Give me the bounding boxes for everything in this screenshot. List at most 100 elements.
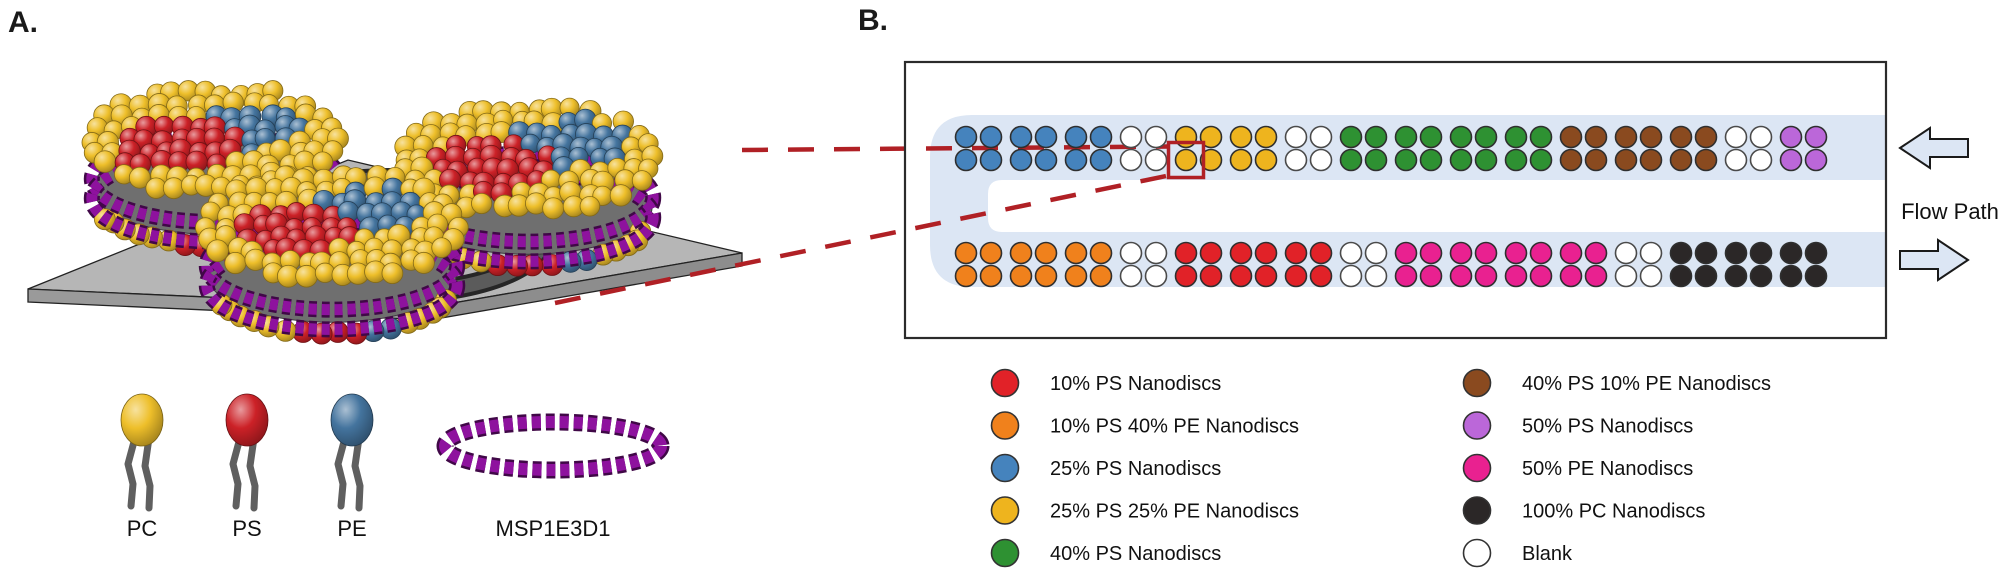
array-spot-black [1779, 264, 1803, 288]
array-spot-blue [1064, 148, 1088, 172]
flow-cell-outline [905, 62, 1886, 338]
array-spot-pink [1449, 264, 1473, 288]
lipid-head-sphere [579, 195, 601, 217]
array-spot-brown [1614, 148, 1638, 172]
callout-highlight-box [1166, 140, 1206, 180]
array-spot-orange [1009, 241, 1033, 265]
lipid-legend-item: PC [120, 393, 164, 541]
lipid-head-sphere [128, 166, 151, 189]
array-spot-pink [1559, 241, 1583, 265]
array-spot-yellow [1229, 125, 1253, 149]
flow-arrow-right-icon [1899, 238, 1970, 282]
lipid-tail-icon [351, 434, 364, 512]
array-spot-orange [1089, 241, 1113, 265]
lipid-tail-icon [229, 434, 244, 510]
legend-swatch-pink [1462, 453, 1492, 483]
legend-label: 50% PS Nanodiscs [1522, 416, 1693, 438]
array-spot-green [1419, 125, 1443, 149]
lipid-head-sphere [93, 150, 117, 173]
array-spot-white [1749, 125, 1773, 149]
array-spot-black [1669, 241, 1693, 265]
legend-item: 25% PS 25% PE Nanodiscs [990, 496, 1299, 525]
array-spot-white [1119, 148, 1143, 172]
lipid-head-sphere [431, 237, 452, 258]
array-spot-black [1724, 264, 1748, 288]
lipid-head-icon [225, 393, 269, 447]
lipid-head-icon [330, 393, 374, 447]
array-spot-orange [1009, 264, 1033, 288]
legend-item: 25% PS Nanodiscs [990, 453, 1221, 483]
array-spot-white [1309, 125, 1333, 149]
sensor-chip-illustration [27, 80, 743, 345]
lipid-head-sphere [162, 177, 185, 200]
array-spot-white [1749, 148, 1773, 172]
array-spot-white [1309, 148, 1333, 172]
array-spot-orange [954, 241, 978, 265]
legend-label: 25% PS Nanodiscs [1050, 458, 1221, 480]
array-spot-blue [1034, 148, 1058, 172]
array-spot-white [1144, 125, 1168, 149]
array-spot-violet [1779, 148, 1803, 172]
array-spot-black [1804, 264, 1828, 288]
array-spot-brown [1639, 148, 1663, 172]
array-spot-white [1614, 241, 1638, 265]
array-spot-white [1119, 241, 1143, 265]
flow-direction-arrows [1898, 126, 1970, 282]
array-spot-orange [954, 264, 978, 288]
array-spot-white [1119, 125, 1143, 149]
array-spot-red [1229, 264, 1253, 288]
array-spot-black [1694, 264, 1718, 288]
array-spot-white [1639, 264, 1663, 288]
array-spot-black [1724, 241, 1748, 265]
array-spot-brown [1639, 125, 1663, 149]
flow-cell-border [903, 60, 1888, 340]
array-spot-green [1529, 125, 1553, 149]
legend-label: 10% PS Nanodiscs [1050, 373, 1221, 395]
array-spot-red [1309, 264, 1333, 288]
legend-item: 50% PS Nanodiscs [1462, 411, 1693, 440]
array-spot-brown [1614, 125, 1638, 149]
array-spot-green [1364, 148, 1388, 172]
lipid-head-icon [120, 393, 164, 447]
array-spot-green [1419, 148, 1443, 172]
lipid-label: PE [337, 516, 366, 541]
legend-item: Blank [1462, 538, 1573, 568]
lipid-legend-item: PS [225, 393, 269, 541]
array-spot-brown [1584, 125, 1608, 149]
array-spot-black [1779, 241, 1803, 265]
array-spot-green [1339, 148, 1363, 172]
array-spot-blue [1009, 148, 1033, 172]
lipid-tail-icon [124, 434, 139, 510]
array-spot-white [1144, 241, 1168, 265]
array-spot-pink [1449, 241, 1473, 265]
legend-item: 100% PC Nanodiscs [1462, 496, 1705, 525]
array-spot-white [1144, 264, 1168, 288]
lipid-tail-icon [141, 434, 154, 512]
lipid-head-sphere [609, 184, 632, 207]
array-spot-red [1174, 264, 1198, 288]
array-spot-blue [1009, 125, 1033, 149]
array-spot-blue [954, 125, 978, 149]
array-spot-red [1174, 241, 1198, 265]
array-spot-red [1229, 241, 1253, 265]
legend-label: Blank [1522, 543, 1573, 565]
array-spot-red [1199, 264, 1223, 288]
array-spot-orange [1089, 264, 1113, 288]
array-spot-brown [1669, 148, 1693, 172]
legend-label: 100% PC Nanodiscs [1522, 501, 1705, 523]
array-spot-pink [1504, 241, 1528, 265]
callout-dashed-line-top [741, 144, 1169, 153]
array-spot-blue [1034, 125, 1058, 149]
array-spot-orange [1064, 241, 1088, 265]
array-spot-pink [1394, 241, 1418, 265]
array-spot-violet [1804, 148, 1828, 172]
array-spot-pink [1504, 264, 1528, 288]
array-spot-red [1254, 264, 1278, 288]
array-spot-white [1614, 264, 1638, 288]
array-spot-white [1339, 264, 1363, 288]
array-spot-black [1669, 264, 1693, 288]
lipid-head-sphere [542, 197, 565, 220]
array-spot-yellow [1174, 148, 1198, 172]
array-spot-blue [954, 148, 978, 172]
